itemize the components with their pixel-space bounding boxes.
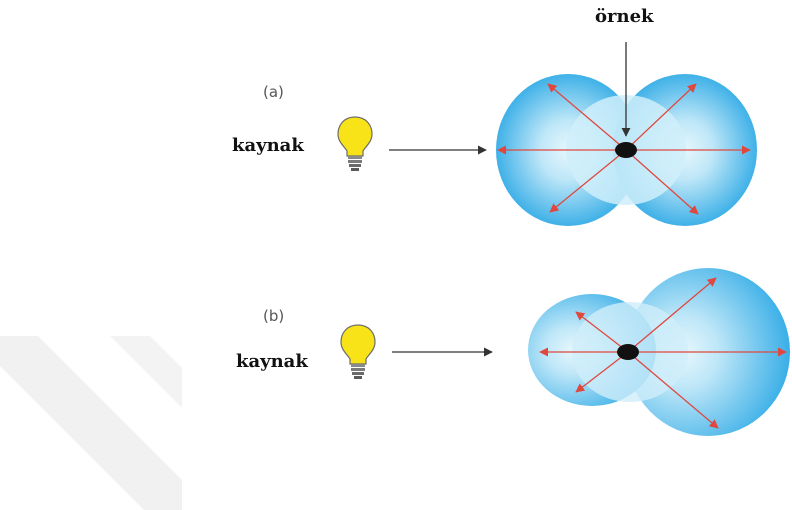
watermark [0,336,182,510]
particle-dot-icon [615,142,637,158]
panel-a-label: (a) [263,83,284,101]
light-bulb-icon [340,324,376,379]
scattered-rays-a [497,83,751,215]
source-a-label: kaynak [232,135,304,156]
scattered-rays-b [539,277,787,429]
particle-dot-icon [617,344,639,360]
panel-b-label: (b) [263,307,284,325]
light-bulb-icon [337,116,373,171]
sample-label: örnek [595,6,654,27]
source-b-label: kaynak [236,351,308,372]
